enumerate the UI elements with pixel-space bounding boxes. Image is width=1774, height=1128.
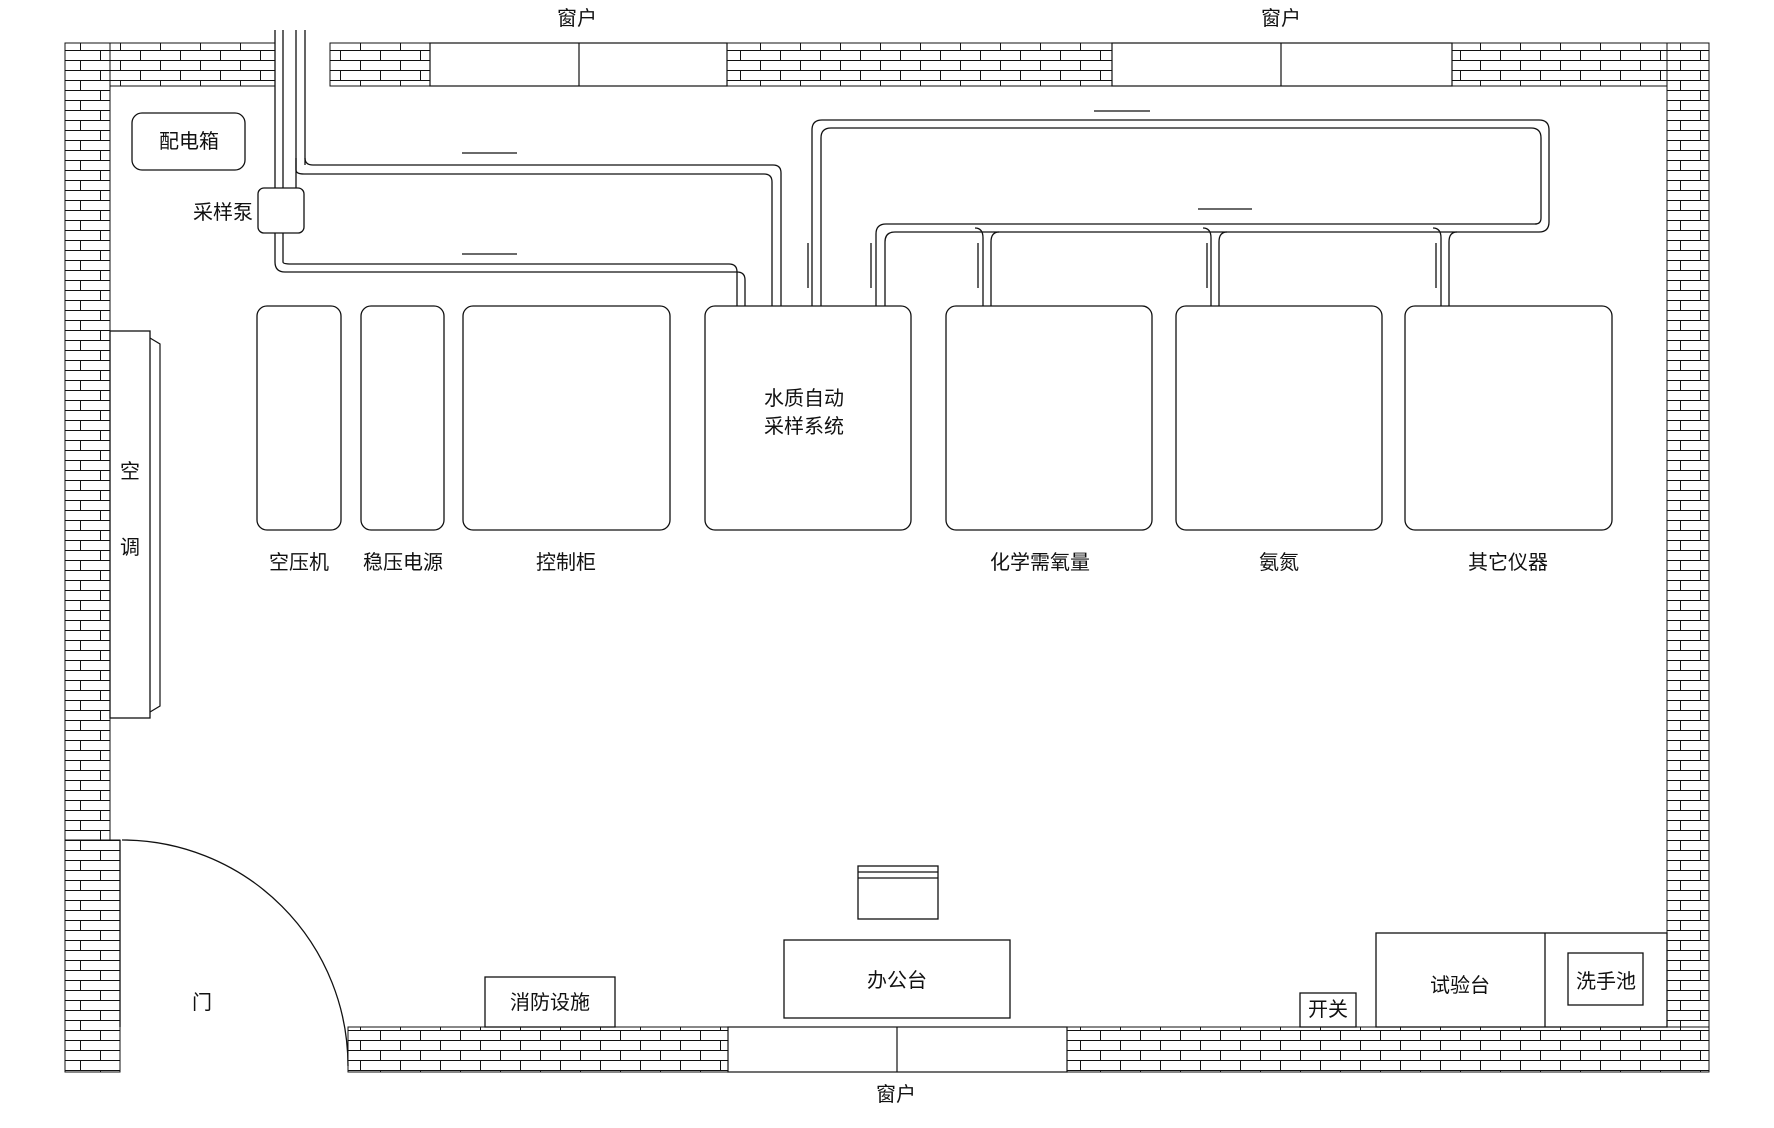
ammonia-nitrogen-box <box>1175 305 1383 531</box>
wall-top-center <box>726 42 1113 87</box>
switch-box <box>1299 992 1357 1028</box>
wall-right <box>1666 42 1710 1073</box>
other-instruments-box <box>1404 305 1613 531</box>
wall-bottom-left <box>347 1026 729 1073</box>
control-cabinet-label: 控制柜 <box>536 550 596 574</box>
other-instruments-label: 其它仪器 <box>1468 550 1548 574</box>
distribution-box <box>131 112 246 171</box>
air-conditioner <box>109 330 151 719</box>
fire-facilities-label: 消防设施 <box>510 990 590 1014</box>
sampling-pump-label: 采样泵 <box>193 200 253 224</box>
air-compressor-box <box>256 305 342 531</box>
equipment-cabinets <box>256 305 1613 531</box>
ammonia-nitrogen-label: 氨氮 <box>1259 550 1299 574</box>
wall-bottom-right <box>1066 1026 1710 1073</box>
window-label-top-right: 窗户 <box>1261 6 1301 30</box>
wall-left-lower <box>64 839 121 1073</box>
air-conditioner-label-1: 空 <box>120 459 140 483</box>
brick-walls <box>64 42 1710 1073</box>
air-conditioner-label-2: 调 <box>120 535 140 559</box>
cod-label: 化学需氧量 <box>990 550 1090 574</box>
auto-sampling-label-line1: 水质自动 <box>764 386 844 410</box>
fire-facilities-box <box>484 976 616 1028</box>
wall-top-mid-left <box>329 42 431 87</box>
wall-top-right <box>1451 42 1710 87</box>
sampling-pipes <box>274 30 1550 306</box>
windows <box>429 42 1453 1073</box>
window-label-bottom: 窗户 <box>876 1082 916 1106</box>
office-desk-label: 办公台 <box>867 968 927 992</box>
voltage-stabilizer-label: 稳压电源 <box>363 550 443 574</box>
door <box>119 839 349 1067</box>
cod-box <box>945 305 1153 531</box>
wall-left <box>64 42 111 841</box>
window-top-right <box>1111 42 1453 87</box>
air-compressor-label: 空压机 <box>269 550 329 574</box>
control-cabinet-box <box>462 305 671 531</box>
door-label: 门 <box>192 990 212 1014</box>
auto-sampling-label-line2: 采样系统 <box>764 414 844 438</box>
auto-sampling-box <box>704 305 912 531</box>
window-label-top-left: 窗户 <box>557 6 597 30</box>
auto-sampling-label: 水质自动 采样系统 <box>764 384 844 440</box>
voltage-stabilizer-box <box>360 305 445 531</box>
wash-basin-label: 洗手池 <box>1576 969 1636 993</box>
sampling-pump-box <box>257 187 305 234</box>
chair <box>857 865 939 920</box>
wash-basin-box <box>1567 952 1644 1006</box>
office-desk-box <box>783 939 1011 1019</box>
office-furniture <box>484 865 1668 1028</box>
switch-label: 开关 <box>1308 997 1348 1021</box>
test-bench-label: 试验台 <box>1430 973 1490 997</box>
distribution-box-label: 配电箱 <box>159 129 219 153</box>
